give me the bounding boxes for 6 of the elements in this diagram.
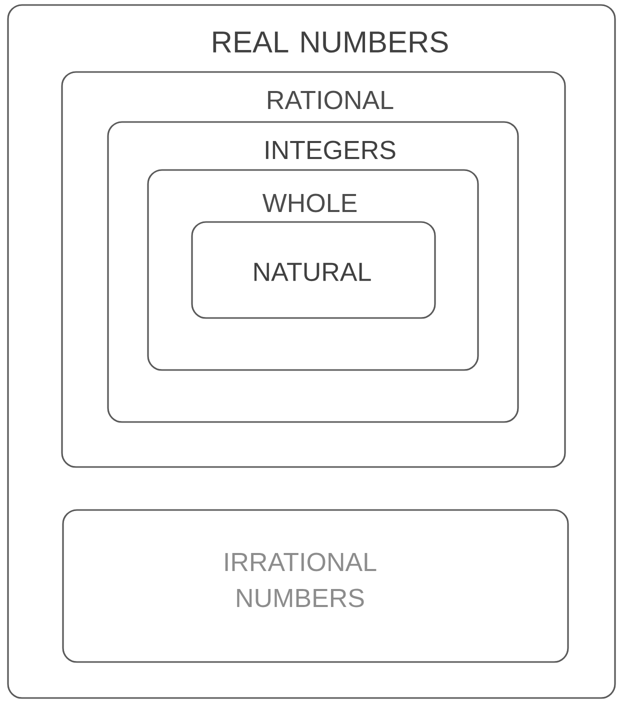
set-label: RATIONAL <box>268 90 394 110</box>
set-label: IRRATIONAL NUMBERS <box>225 552 376 608</box>
set-label: INTEGERS <box>266 140 396 160</box>
set-label: NATURAL <box>254 262 371 282</box>
set-label: REAL NUMBERS <box>213 31 448 53</box>
set-label: WHOLE <box>262 194 357 212</box>
